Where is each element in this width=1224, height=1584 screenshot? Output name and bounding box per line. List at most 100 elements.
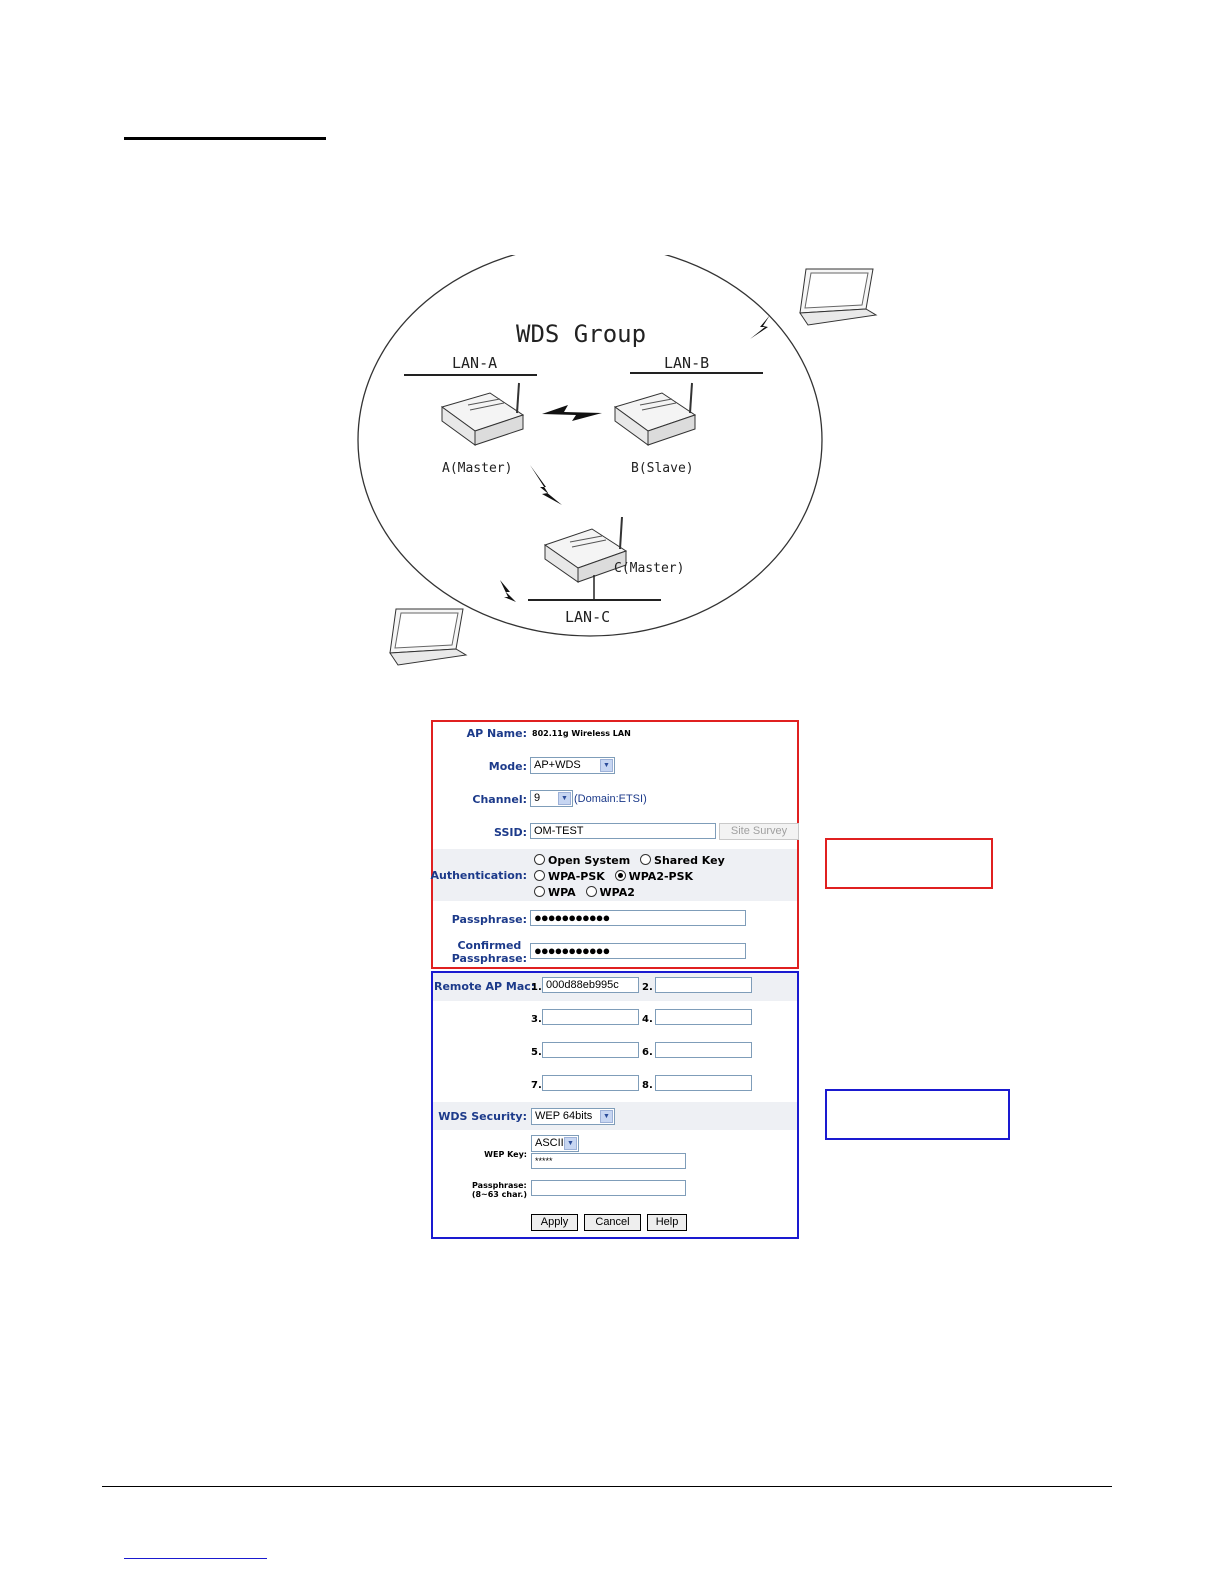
auth-open-system-option[interactable]: Open System — [534, 854, 630, 867]
remote-mac-input-8[interactable] — [655, 1075, 752, 1091]
node-a-label: A(Master) — [442, 461, 512, 476]
footer-link-underline[interactable] — [124, 1558, 267, 1559]
mode-row: Mode: AP+WDS ▼ — [433, 755, 797, 777]
auth-wpa2-label: WPA2 — [599, 886, 635, 899]
channel-label: Channel: — [472, 793, 527, 806]
red-callout-box — [825, 838, 993, 889]
mac-slot-number: 6. — [642, 1047, 653, 1058]
auth-wpa-option[interactable]: WPA — [534, 886, 576, 899]
radio-selected-icon — [614, 870, 626, 881]
ssid-input[interactable]: OM-TEST — [530, 823, 716, 839]
wep-key-row: WEP Key: ASCII ▼ ***** — [433, 1132, 797, 1172]
lan-c-label: LAN-C — [565, 608, 610, 626]
wds-security-label: WDS Security: — [438, 1110, 527, 1123]
auth-wpa2-psk-option[interactable]: WPA2-PSK — [614, 870, 694, 883]
remote-mac-input-6[interactable] — [655, 1042, 752, 1058]
lightning-icon — [750, 315, 770, 339]
blue-callout-box — [825, 1089, 1010, 1140]
ssid-row: SSID: OM-TEST Site Survey — [433, 821, 799, 843]
mode-select-value: AP+WDS — [534, 759, 581, 771]
apply-button[interactable]: Apply — [531, 1214, 578, 1231]
channel-select[interactable]: 9 ▼ — [530, 790, 573, 807]
remote-mac-input-7[interactable] — [542, 1075, 639, 1091]
wep-key-format-select[interactable]: ASCII ▼ — [531, 1135, 579, 1152]
channel-row: Channel: 9 ▼ (Domain:ETSI) — [433, 788, 797, 810]
wds-passphrase-label-line-1: Passphrase: — [472, 1181, 527, 1190]
site-survey-button[interactable]: Site Survey — [719, 823, 799, 840]
confirmed-passphrase-input[interactable]: ●●●●●●●●●●● — [530, 943, 746, 959]
remote-mac-input-5[interactable] — [542, 1042, 639, 1058]
chevron-down-icon: ▼ — [600, 1110, 613, 1123]
cancel-button[interactable]: Cancel — [584, 1214, 641, 1231]
mac-row-7-8: 7. 8. — [433, 1071, 797, 1099]
wds-security-select-value: WEP 64bits — [535, 1110, 593, 1122]
confirmed-label-line-1: Confirmed — [457, 939, 522, 952]
remote-mac-input-3[interactable] — [542, 1009, 639, 1025]
auth-options-line-2: WPA-PSK WPA2-PSK — [534, 869, 699, 883]
mac-slot-number: 8. — [642, 1080, 653, 1091]
auth-shared-key-option[interactable]: Shared Key — [640, 854, 725, 867]
lan-a-label: LAN-A — [452, 354, 497, 372]
wds-passphrase-label-line-2: (8~63 char.) — [471, 1190, 527, 1199]
lightning-icon — [500, 580, 516, 602]
wds-group-ellipse — [357, 255, 823, 637]
ap-name-row: AP Name: 802.11g Wireless LAN — [433, 722, 797, 746]
auth-wpa-psk-label: WPA-PSK — [548, 870, 605, 883]
passphrase-row: Passphrase: ●●●●●●●●●●● — [433, 908, 797, 930]
radio-icon — [534, 870, 545, 881]
lightning-icon — [530, 465, 562, 505]
router-b-icon — [613, 382, 697, 446]
remote-mac-input-1[interactable]: 000d88eb995c — [542, 977, 639, 993]
radio-icon — [534, 886, 545, 897]
auth-open-system-label: Open System — [548, 854, 631, 867]
chevron-down-icon: ▼ — [600, 759, 613, 772]
footer-rule — [102, 1486, 1112, 1487]
router-a-icon — [440, 382, 525, 446]
node-c-label: C(Master) — [614, 561, 684, 576]
wep-key-input[interactable]: ***** — [531, 1153, 686, 1169]
confirmed-passphrase-label: Confirmed Passphrase: — [452, 939, 527, 965]
auth-options-line-1: Open System Shared Key — [534, 853, 731, 867]
channel-domain: (Domain:ETSI) — [574, 793, 647, 805]
wds-security-select[interactable]: WEP 64bits ▼ — [531, 1108, 615, 1125]
auth-wpa2-psk-label: WPA2-PSK — [628, 870, 694, 883]
ap-name-label: AP Name: — [466, 727, 527, 740]
ap-name-value: 802.11g Wireless LAN — [532, 729, 631, 738]
passphrase-input[interactable]: ●●●●●●●●●●● — [530, 910, 746, 926]
chevron-down-icon: ▼ — [558, 792, 571, 805]
confirmed-label-line-2: Passphrase: — [451, 952, 527, 965]
wds-security-row: WDS Security: WEP 64bits ▼ — [433, 1102, 797, 1130]
wds-network-diagram: WDS Group LAN-A A(Master) LAN-B B(Slave)… — [357, 255, 878, 666]
auth-wpa-psk-option[interactable]: WPA-PSK — [534, 870, 605, 883]
wds-settings-panel: Remote AP Mac: 1. 000d88eb995c 2. 3. 4. … — [431, 971, 799, 1239]
wds-group-title: WDS Group — [516, 320, 646, 348]
mode-select[interactable]: AP+WDS ▼ — [530, 757, 615, 774]
remote-mac-input-2[interactable] — [655, 977, 752, 993]
remote-mac-input-4[interactable] — [655, 1009, 752, 1025]
mac-slot-number: 2. — [642, 982, 653, 993]
wds-passphrase-label: Passphrase: (8~63 char.) — [472, 1181, 527, 1199]
auth-shared-key-label: Shared Key — [654, 854, 725, 867]
radio-icon — [640, 854, 652, 865]
authentication-label: Authentication: — [430, 869, 527, 882]
basic-settings-panel: AP Name: 802.11g Wireless LAN Mode: AP+W… — [430, 720, 799, 969]
passphrase-label: Passphrase: — [451, 913, 527, 926]
auth-wpa2-option[interactable]: WPA2 — [585, 886, 635, 899]
laptop-icon — [799, 268, 878, 326]
radio-icon — [585, 886, 597, 897]
mac-slot-number: 4. — [642, 1014, 653, 1025]
mac-slot-number: 1. — [531, 982, 542, 993]
mac-row-3-4: 3. 4. — [433, 1005, 797, 1033]
auth-options-line-3: WPA WPA2 — [534, 885, 641, 899]
mode-label: Mode: — [488, 760, 527, 773]
confirmed-passphrase-row: Confirmed Passphrase: ●●●●●●●●●●● — [433, 937, 797, 969]
auth-wpa-label: WPA — [548, 886, 576, 899]
mac-slot-number: 3. — [531, 1014, 542, 1025]
lightning-icon — [542, 405, 602, 421]
mac-slot-number: 7. — [531, 1080, 542, 1091]
chevron-down-icon: ▼ — [564, 1137, 577, 1150]
channel-select-value: 9 — [534, 792, 541, 804]
wds-passphrase-input[interactable] — [531, 1180, 686, 1196]
help-button[interactable]: Help — [647, 1214, 687, 1231]
authentication-row: Authentication: Open System Shared Key W… — [430, 849, 797, 901]
